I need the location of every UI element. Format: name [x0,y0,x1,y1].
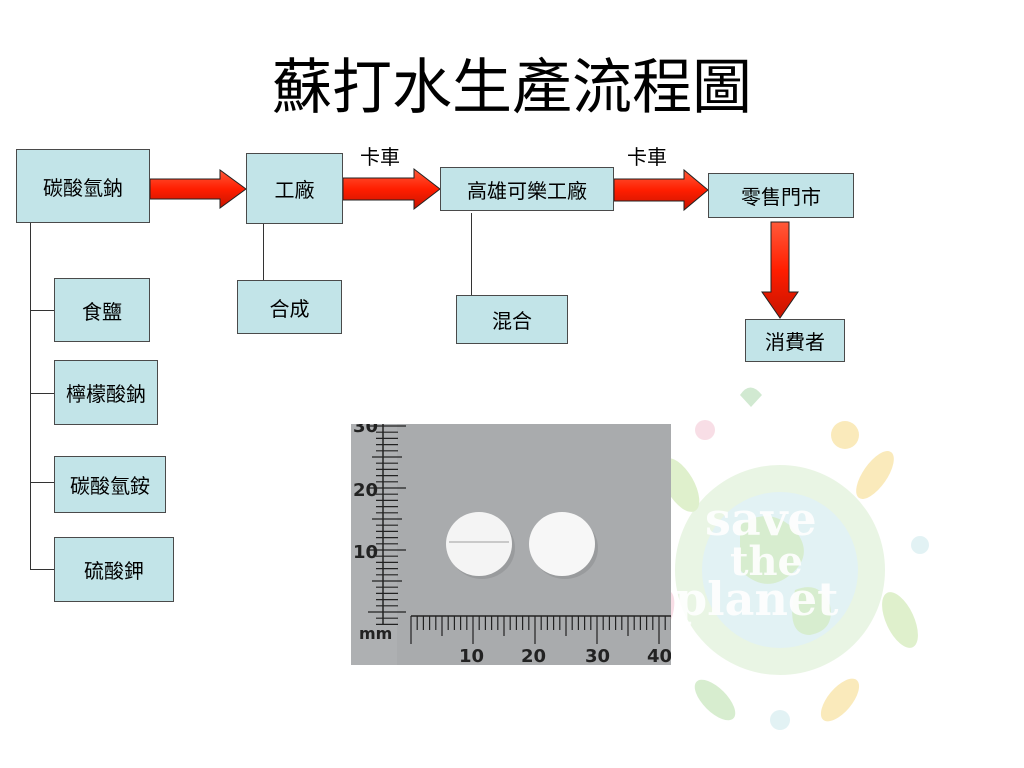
node-label: 高雄可樂工廠 [467,178,587,203]
node-kaohsiung-coke-factory: 高雄可樂工廠 [440,167,614,211]
tablet-scored [446,512,512,576]
ruler-label-h30: 30 [585,646,610,665]
ruler-label-h20: 20 [521,646,546,665]
node-label: 工廠 [274,178,315,202]
connector-factory-synthesis [263,224,264,280]
page-title: 蘇打水生產流程圖 [272,53,752,123]
connector-kaohsiung-mixing [471,213,472,295]
node-label: 消費者 [765,330,825,354]
ruler-label-10: 10 [353,542,378,563]
arrow-retail-to-consumer [761,221,799,319]
node-label: 碳酸氫銨 [70,474,150,498]
node-salt: 食鹽 [54,278,150,342]
ruler-label-20: 20 [353,480,378,501]
edge-label-truck-1: 卡車 [360,145,400,169]
node-mixing: 混合 [456,295,568,344]
tablet-photo: 30 20 10 mm 10 20 30 40 [351,424,671,665]
arrow-factory-to-kaohsiung [342,167,441,211]
node-ammonium-bicarbonate: 碳酸氫銨 [54,456,166,513]
node-label: 碳酸氫鈉 [43,175,123,200]
node-retail-store: 零售門市 [708,173,854,218]
node-synthesis: 合成 [237,280,342,334]
node-sodium-citrate: 檸檬酸鈉 [54,360,158,425]
tablet-plain [529,512,595,576]
node-potassium-sulfate: 硫酸鉀 [54,537,174,602]
connector-citrate [30,393,54,394]
ruler-label-h40: 40 [647,646,671,665]
connector-ammonium [30,482,54,483]
ruler-unit-mm: mm [359,624,392,643]
arrow-kaohsiung-to-retail [613,168,709,212]
connector-salt [30,310,54,311]
node-label: 食鹽 [82,299,122,324]
node-label: 檸檬酸鈉 [66,382,146,406]
node-label: 零售門市 [741,185,821,209]
edge-label-truck-2: 卡車 [627,145,667,169]
node-sodium-bicarbonate: 碳酸氫鈉 [16,149,150,223]
decor-text-the: the [730,538,803,585]
ruler-label-h10: 10 [459,646,484,665]
arrow-bicarbonate-to-factory [149,169,247,209]
node-consumer: 消費者 [745,319,845,362]
ruler-label-30: 30 [353,424,378,437]
decor-text-save: save [705,492,817,546]
connector-potassium [30,569,54,570]
node-label: 合成 [269,296,310,321]
connector-vertical-bicarbonate [30,222,31,570]
decor-text-planet: planet [675,572,839,626]
node-label: 混合 [492,309,532,333]
node-factory: 工廠 [246,153,343,224]
node-label: 硫酸鉀 [84,559,144,583]
